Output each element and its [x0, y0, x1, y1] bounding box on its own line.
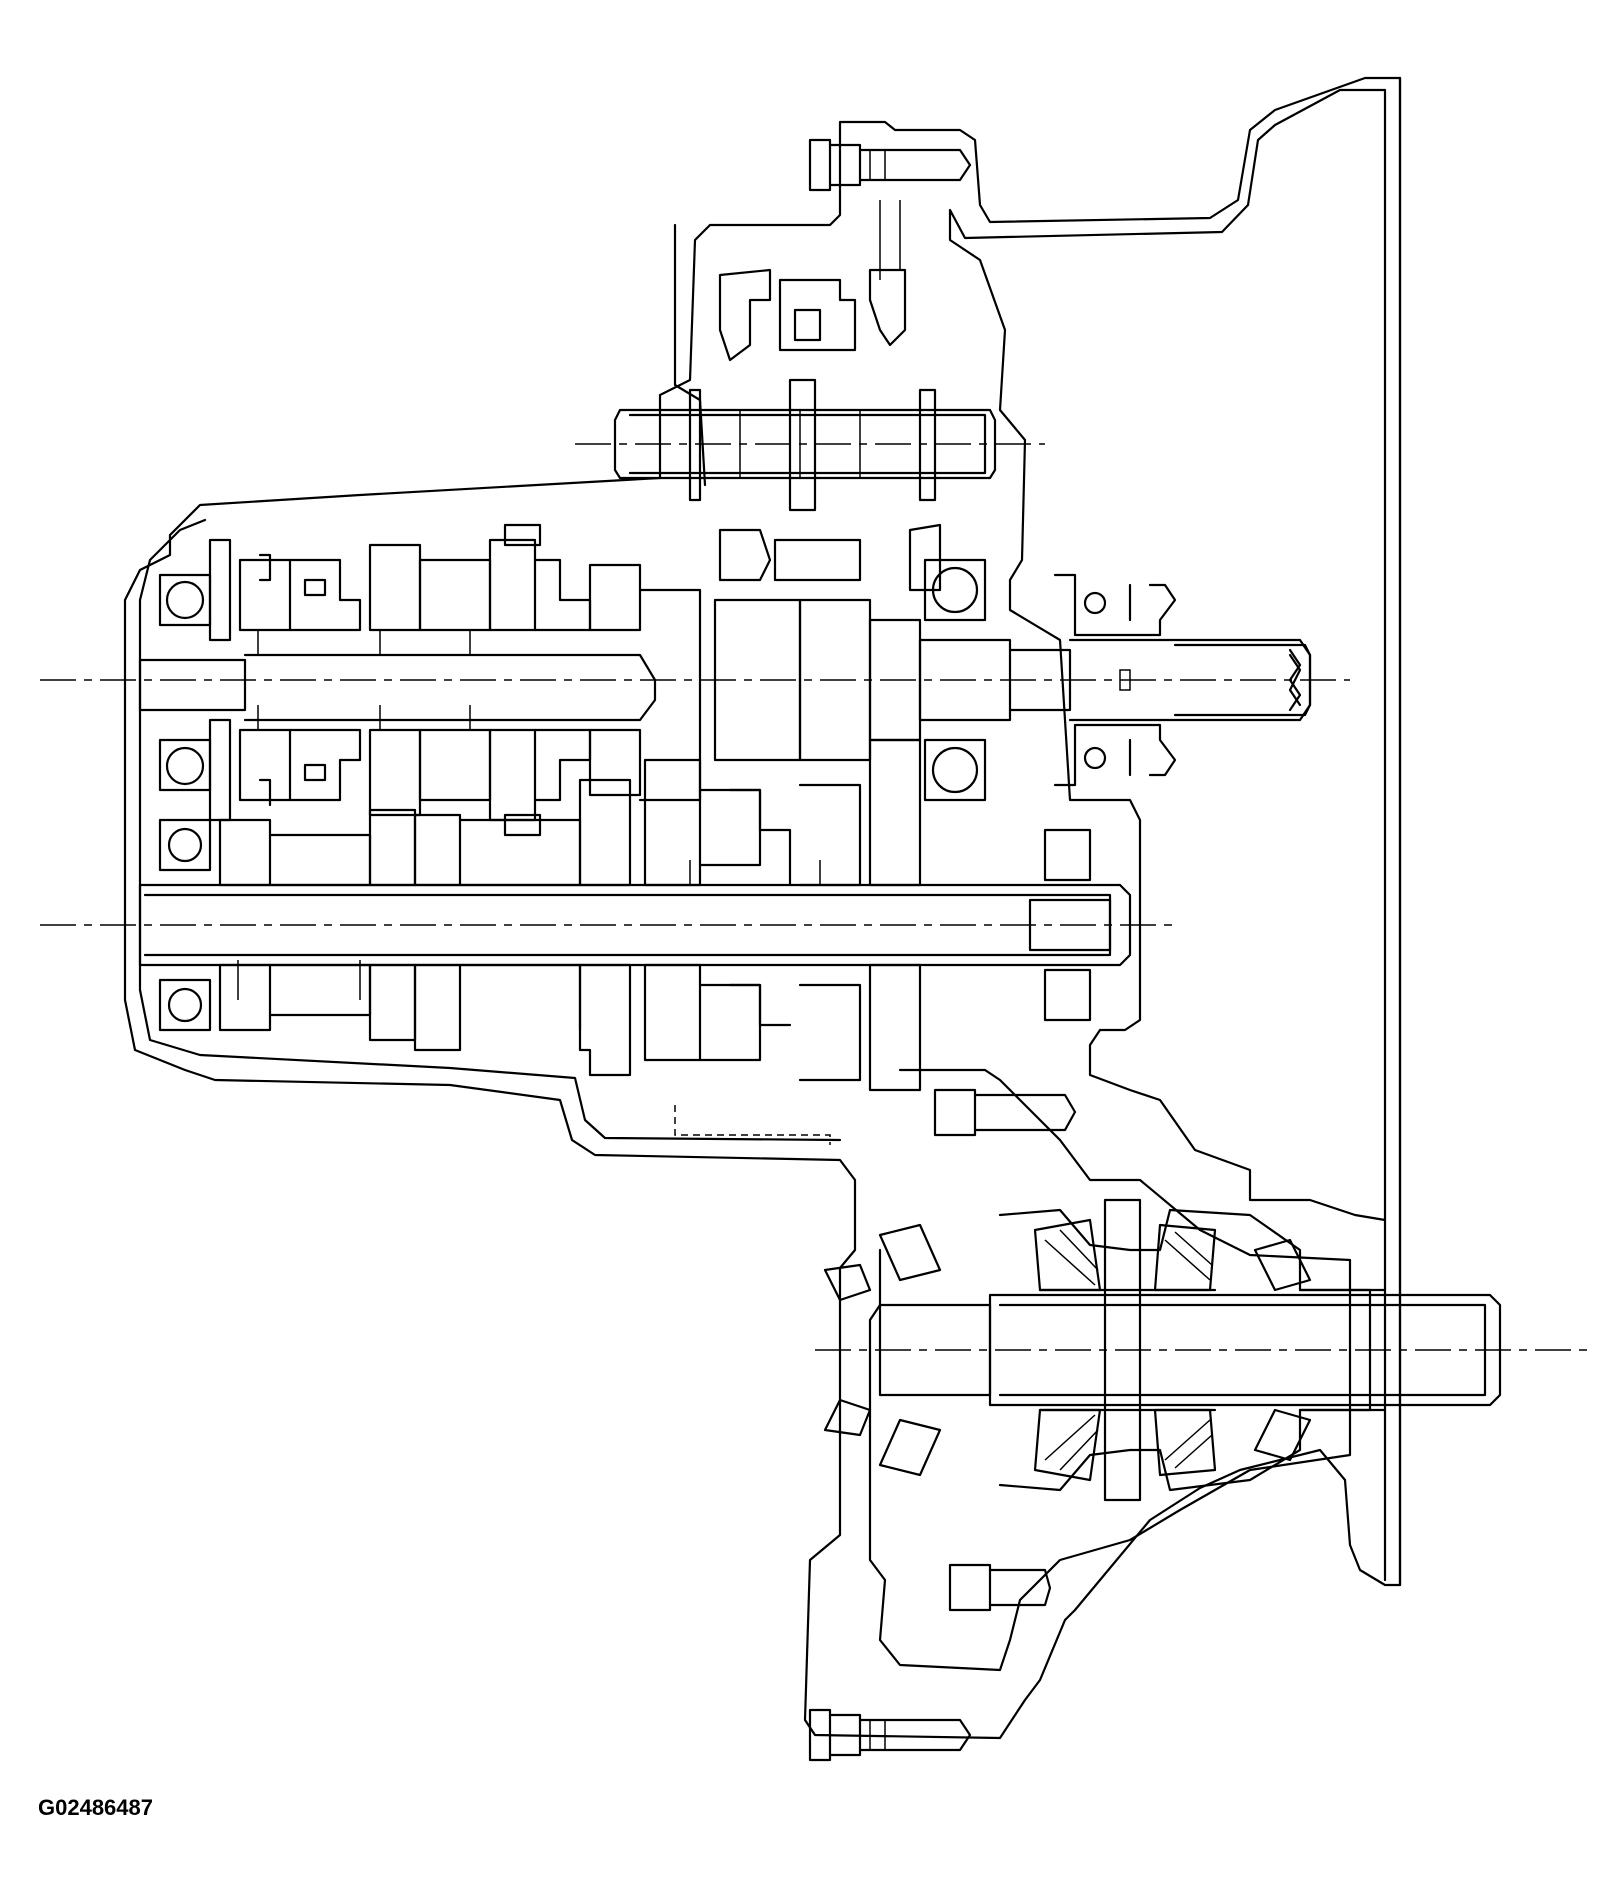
idler-shaft: [575, 200, 1045, 592]
input-shaft-seal: [1053, 573, 1177, 787]
mounting-bolt-top: [808, 138, 972, 192]
input-shaft-bearings: [158, 558, 987, 802]
input-shaft: [40, 588, 1350, 802]
figure-id-label: G02486487: [38, 1795, 153, 1820]
input-shaft-output-stub: [1173, 643, 1312, 717]
transaxle-case-outline: [123, 76, 1402, 1740]
countershaft-bearings: [158, 818, 212, 1032]
axle-shaft: [815, 1288, 1590, 1412]
differential-assembly: [823, 1068, 1372, 1672]
mounting-bolt-bottom: [808, 1708, 972, 1762]
countershaft-gears: [218, 738, 1092, 1145]
countershaft: [40, 883, 1180, 967]
